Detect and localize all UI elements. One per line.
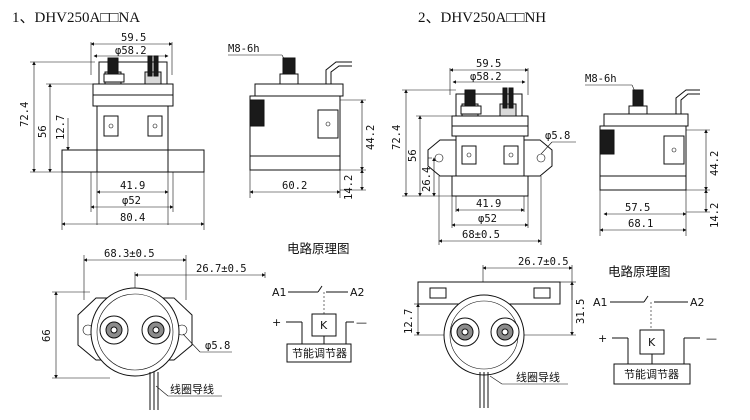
circuit-a1-left: A1 [272, 286, 287, 299]
dim-26-7-right: 26.7±0.5 [518, 256, 569, 268]
circuit-plus-right: + [598, 332, 607, 345]
dim-72-4-right: 72.4 [391, 125, 403, 150]
circuit-box-right: 节能调节器 [624, 367, 679, 381]
dim-26-7-left: 26.7±0.5 [196, 263, 247, 275]
dim-68-3: 68.3±0.5 [104, 248, 155, 260]
dim-14-2-right: 14.2 [709, 203, 721, 228]
circuit-coil-left: K [320, 319, 328, 332]
dim-hole-5-8-right: φ5.8 [545, 130, 570, 142]
circuit-plus-left: + [272, 316, 281, 329]
left-side-view: M8-6h 44.2 14.2 60.2 [228, 43, 377, 200]
dim-dia-52-right: φ52 [478, 213, 497, 225]
dim-66: 66 [41, 329, 53, 342]
circuit-a2-left: A2 [350, 286, 365, 299]
dim-59-5: 59.5 [121, 32, 146, 44]
right-front-view: 59.5 φ58.2 φ5.8 72.4 [391, 58, 576, 245]
dim-12-7-right: 12.7 [403, 309, 415, 334]
thread-m8-right: M8-6h [585, 73, 617, 85]
circuit-right: 电路原理图 A1 A2 + — K 节能调节器 [593, 264, 717, 385]
circuit-coil-right: K [648, 336, 656, 349]
circuit-a1-right: A1 [593, 296, 608, 309]
dim-26-4: 26.4 [421, 167, 433, 192]
dim-57-5: 57.5 [625, 202, 650, 214]
circuit-a2-right: A2 [690, 296, 705, 309]
dim-60-2: 60.2 [282, 180, 307, 192]
dim-56: 56 [37, 125, 49, 138]
thread-m8-left: M8-6h [228, 43, 260, 55]
dim-68-1: 68.1 [628, 218, 653, 230]
dim-56-right: 56 [407, 149, 419, 162]
title-right: 2、DHV250A□□NH [418, 10, 546, 26]
dim-59-5-right: 59.5 [476, 58, 501, 70]
circuit-title-left: 电路原理图 [287, 241, 350, 256]
left-bottom-view: 68.3±0.5 26.7±0.5 66 φ5.8 [41, 248, 266, 410]
dim-44-2-left: 44.2 [365, 125, 377, 150]
dim-72-4: 72.4 [19, 102, 31, 127]
dim-80-4: 80.4 [120, 212, 145, 224]
dim-hole-5-8-left: φ5.8 [205, 340, 230, 352]
circuit-minus-right: — [706, 332, 717, 345]
lead-label-right: 线圈导线 [516, 370, 560, 384]
circuit-box-left: 节能调节器 [292, 346, 347, 360]
dim-14-2-left: 14.2 [343, 175, 355, 200]
right-bottom-view: 26.7±0.5 31.5 12.7 线圈导线 [403, 256, 587, 408]
lead-label-left: 线圈导线 [170, 382, 214, 396]
title-left: 1、DHV250A□□NA [12, 10, 140, 26]
dim-dia-52: φ52 [122, 195, 141, 207]
dim-dia-58-2: φ58.2 [115, 45, 147, 57]
dim-dia-58-2-right: φ58.2 [470, 71, 502, 83]
circuit-left: 电路原理图 A1 A2 + — K 节能调节器 [272, 241, 367, 363]
circuit-minus-left: — [356, 316, 367, 329]
right-side-view: M8-6h 44.2 14.2 57.5 68.1 [585, 73, 721, 236]
dim-41-9-right: 41.9 [476, 198, 501, 210]
dim-41-9: 41.9 [120, 180, 145, 192]
left-front-view: 59.5 φ58.2 72.4 56 12.7 [19, 32, 205, 230]
dim-68-right: 68±0.5 [462, 229, 500, 241]
dim-44-2-right: 44.2 [709, 151, 721, 176]
circuit-title-right: 电路原理图 [608, 264, 671, 279]
dim-31-5: 31.5 [575, 299, 587, 324]
dim-12-7: 12.7 [55, 115, 67, 140]
